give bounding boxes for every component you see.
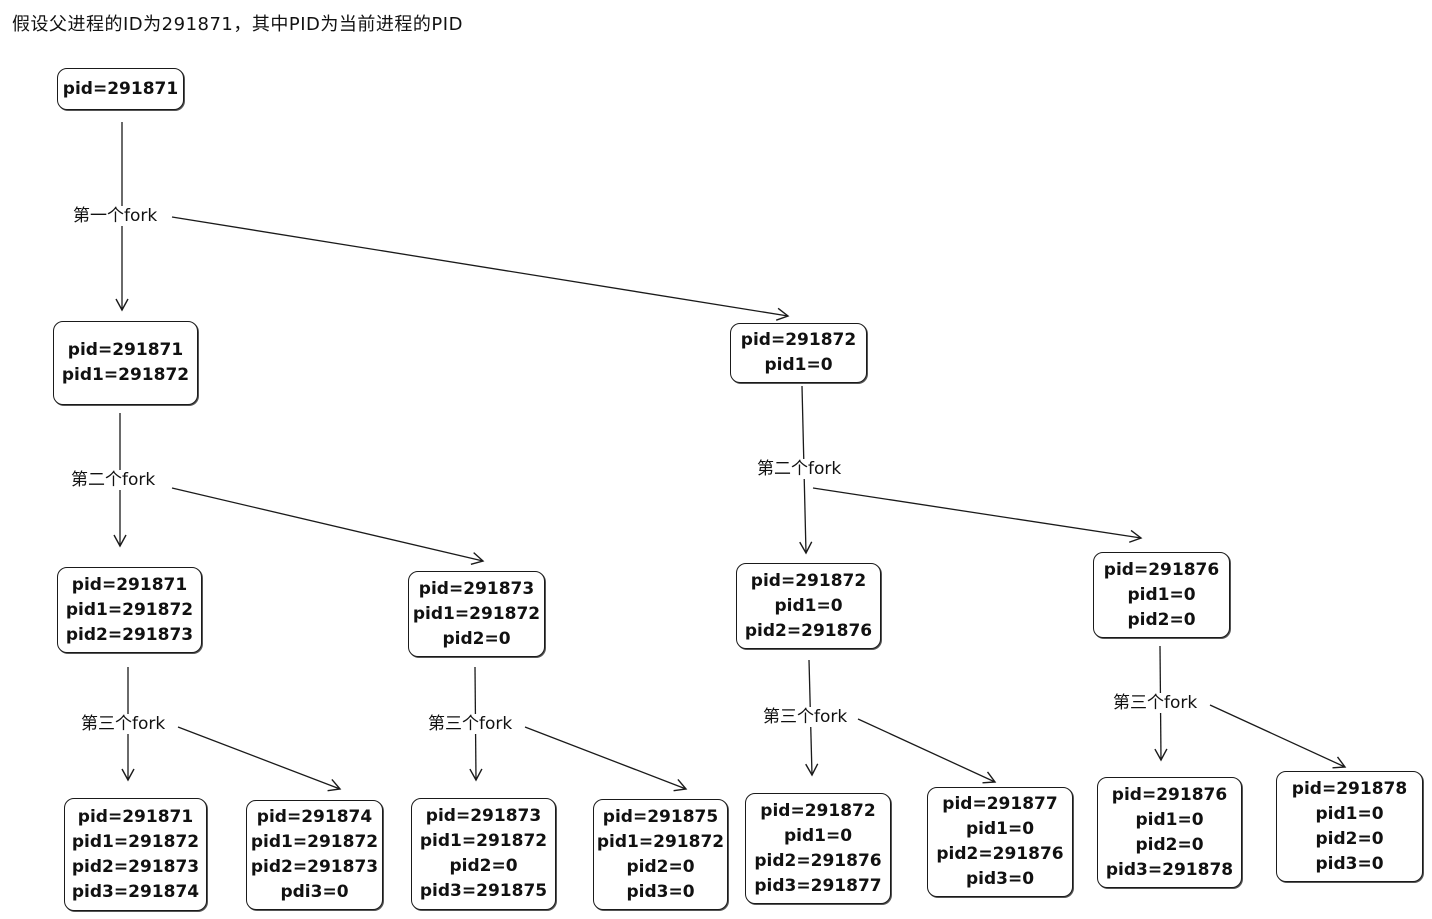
arrow-a-to-a2	[171, 487, 485, 566]
arrow-b1-to-l6	[857, 718, 997, 784]
node-line: pid3=291878	[1105, 859, 1234, 880]
process-node-a1: pid=291871 pid1=291872 pid2=291873	[57, 567, 202, 653]
node-line: pid2=0	[626, 856, 695, 877]
node-line: pid1=291872	[596, 831, 725, 852]
node-line: pid2=0	[1127, 609, 1196, 630]
node-line: pid=291871	[71, 574, 188, 595]
node-line: pid=291873	[418, 578, 535, 599]
node-line: pid1=0	[965, 819, 1035, 839]
node-line: pid2=0	[449, 856, 518, 876]
node-line: pid2=0	[442, 628, 511, 649]
node-line: pid3=291874	[71, 881, 200, 902]
node-line: pid1=0	[783, 825, 853, 846]
node-line: pid2=291876	[936, 844, 1064, 864]
node-line: pid2=291873	[65, 624, 194, 645]
node-line: pid=291871	[62, 78, 179, 99]
node-line: pid=291872	[740, 330, 857, 350]
fork-label-first: 第一个fork	[72, 206, 159, 226]
node-line: pid1=0	[1127, 584, 1196, 605]
fork-label-third-4: 第三个fork	[1112, 693, 1199, 713]
process-node-l7: pid=291876 pid1=0 pid2=0 pid3=291878	[1097, 777, 1242, 888]
arrow-a2-to-l4	[524, 726, 688, 792]
process-node-l6: pid=291877 pid1=0 pid2=291876 pid3=0	[927, 787, 1073, 897]
diagram-title: 假设父进程的ID为291871，其中PID为当前进程的PID	[12, 14, 463, 35]
node-line: pid1=291872	[65, 599, 194, 620]
node-line: pid1=0	[1315, 803, 1384, 824]
node-line: pid1=291872	[71, 831, 200, 852]
node-line: pid=291871	[77, 806, 194, 827]
node-line: pid1=291872	[250, 832, 379, 852]
node-line: pid2=291876	[754, 850, 882, 871]
node-line: pid1=0	[764, 355, 833, 375]
arrow-b2-to-l8	[1209, 704, 1347, 769]
fork-label-second-left: 第二个fork	[70, 470, 157, 490]
process-node-l5: pid=291872 pid1=0 pid2=291876 pid3=29187…	[745, 793, 891, 904]
node-line: pid3=291875	[419, 881, 548, 901]
node-line: pid1=291872	[412, 603, 541, 624]
process-node-l4: pid=291875 pid1=291872 pid2=0 pid3=0	[593, 799, 728, 910]
fork-label-second-right: 第二个fork	[756, 459, 843, 479]
process-node-b: pid=291872 pid1=0	[730, 323, 867, 383]
node-line: pid=291877	[942, 794, 1058, 814]
process-node-b1: pid=291872 pid1=0 pid2=291876	[736, 563, 881, 649]
node-line: pid1=291872	[61, 365, 190, 385]
process-node-l8: pid=291878 pid1=0 pid2=0 pid3=0	[1276, 771, 1423, 882]
fork-label-third-2: 第三个fork	[427, 714, 514, 734]
arrow-a1-to-l2	[177, 726, 342, 792]
node-line: pid=291875	[602, 806, 719, 827]
node-line: pid=291873	[425, 806, 542, 826]
fork-label-third-3: 第三个fork	[762, 707, 849, 727]
node-line: pid=291878	[1291, 778, 1408, 799]
node-line: pdi3=0	[280, 882, 349, 902]
node-line: pid1=0	[1135, 809, 1204, 830]
node-line: pid=291872	[750, 570, 867, 591]
node-line: pid3=0	[626, 881, 695, 902]
node-line: pid2=0	[1315, 828, 1384, 849]
node-line: pid2=291873	[250, 857, 379, 877]
fork-label-third-1: 第三个fork	[80, 714, 167, 734]
process-node-root: pid=291871	[57, 68, 184, 110]
process-node-l2: pid=291874 pid1=291872 pid2=291873 pdi3=…	[246, 800, 383, 910]
node-line: pid3=0	[965, 869, 1035, 889]
node-line: pid=291871	[67, 340, 184, 360]
node-line: pid3=0	[1315, 853, 1384, 874]
process-node-l1: pid=291871 pid1=291872 pid2=291873 pid3=…	[64, 798, 207, 911]
node-line: pid2=0	[1135, 834, 1204, 855]
arrow-root-to-b	[171, 216, 790, 321]
node-line: pid=291874	[256, 807, 373, 827]
node-line: pid1=0	[774, 595, 843, 616]
node-line: pid=291872	[760, 800, 876, 821]
node-line: pid2=291873	[71, 856, 200, 877]
process-node-b2: pid=291876 pid1=0 pid2=0	[1093, 552, 1230, 638]
process-node-a: pid=291871 pid1=291872	[53, 321, 198, 405]
node-line: pid2=291876	[744, 620, 873, 641]
process-node-a2: pid=291873 pid1=291872 pid2=0	[408, 571, 545, 657]
node-line: pid1=291872	[419, 831, 548, 851]
node-line: pid3=291877	[754, 875, 882, 896]
process-node-l3: pid=291873 pid1=291872 pid2=0 pid3=29187…	[411, 798, 556, 910]
node-line: pid=291876	[1111, 784, 1228, 805]
arrow-b-to-b2	[812, 487, 1143, 543]
node-line: pid=291876	[1103, 559, 1220, 580]
